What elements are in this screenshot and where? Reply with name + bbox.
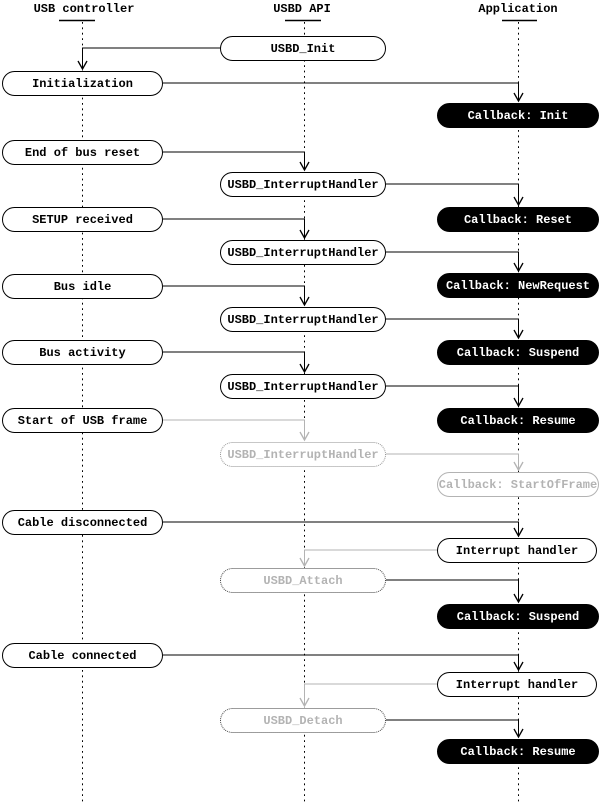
app-box-interrupt-handler-1: Interrupt handler (437, 538, 597, 563)
event-box-cable-connected: Cable connected (2, 643, 163, 668)
api-box-interrupt-handler-ghost: USBD_InterruptHandler (220, 442, 386, 467)
app-box-callback-resume-1: Callback: Resume (437, 408, 599, 433)
app-box-interrupt-handler-2: Interrupt handler (437, 672, 597, 697)
column-header-usbd-api: USBD API (273, 2, 331, 16)
column-header-application: Application (478, 2, 558, 16)
api-box-interrupt-handler-1: USBD_InterruptHandler (220, 172, 386, 197)
event-box-initialization: Initialization (2, 71, 163, 96)
api-box-interrupt-handler-3: USBD_InterruptHandler (220, 307, 386, 332)
event-box-start-of-usb-frame: Start of USB frame (2, 408, 163, 433)
connectors-gray (163, 419, 524, 708)
api-box-interrupt-handler-4: USBD_InterruptHandler (220, 374, 386, 399)
app-box-callback-newrequest: Callback: NewRequest (437, 273, 599, 298)
app-box-callback-reset: Callback: Reset (437, 207, 599, 232)
app-box-callback-suspend-2: Callback: Suspend (437, 604, 599, 629)
app-box-callback-init: Callback: Init (437, 103, 599, 128)
event-box-bus-idle: Bus idle (2, 274, 163, 299)
api-box-interrupt-handler-2: USBD_InterruptHandler (220, 240, 386, 265)
api-box-usbd-detach: USBD_Detach (220, 708, 386, 733)
app-box-callback-suspend-1: Callback: Suspend (437, 340, 599, 365)
connectors-black (77, 47, 524, 739)
app-box-callback-resume-2: Callback: Resume (437, 739, 599, 764)
api-box-usbd-attach: USBD_Attach (220, 568, 386, 593)
event-box-cable-disconnected: Cable disconnected (2, 510, 163, 535)
event-box-end-of-bus-reset: End of bus reset (2, 140, 163, 165)
app-box-callback-startofframe: Callback: StartOfFrame (437, 472, 599, 497)
api-box-usbd-init: USBD_Init (220, 36, 386, 61)
column-header-usb-controller: USB controller (33, 2, 135, 16)
event-box-setup-received: SETUP received (2, 207, 163, 232)
event-box-bus-activity: Bus activity (2, 340, 163, 365)
